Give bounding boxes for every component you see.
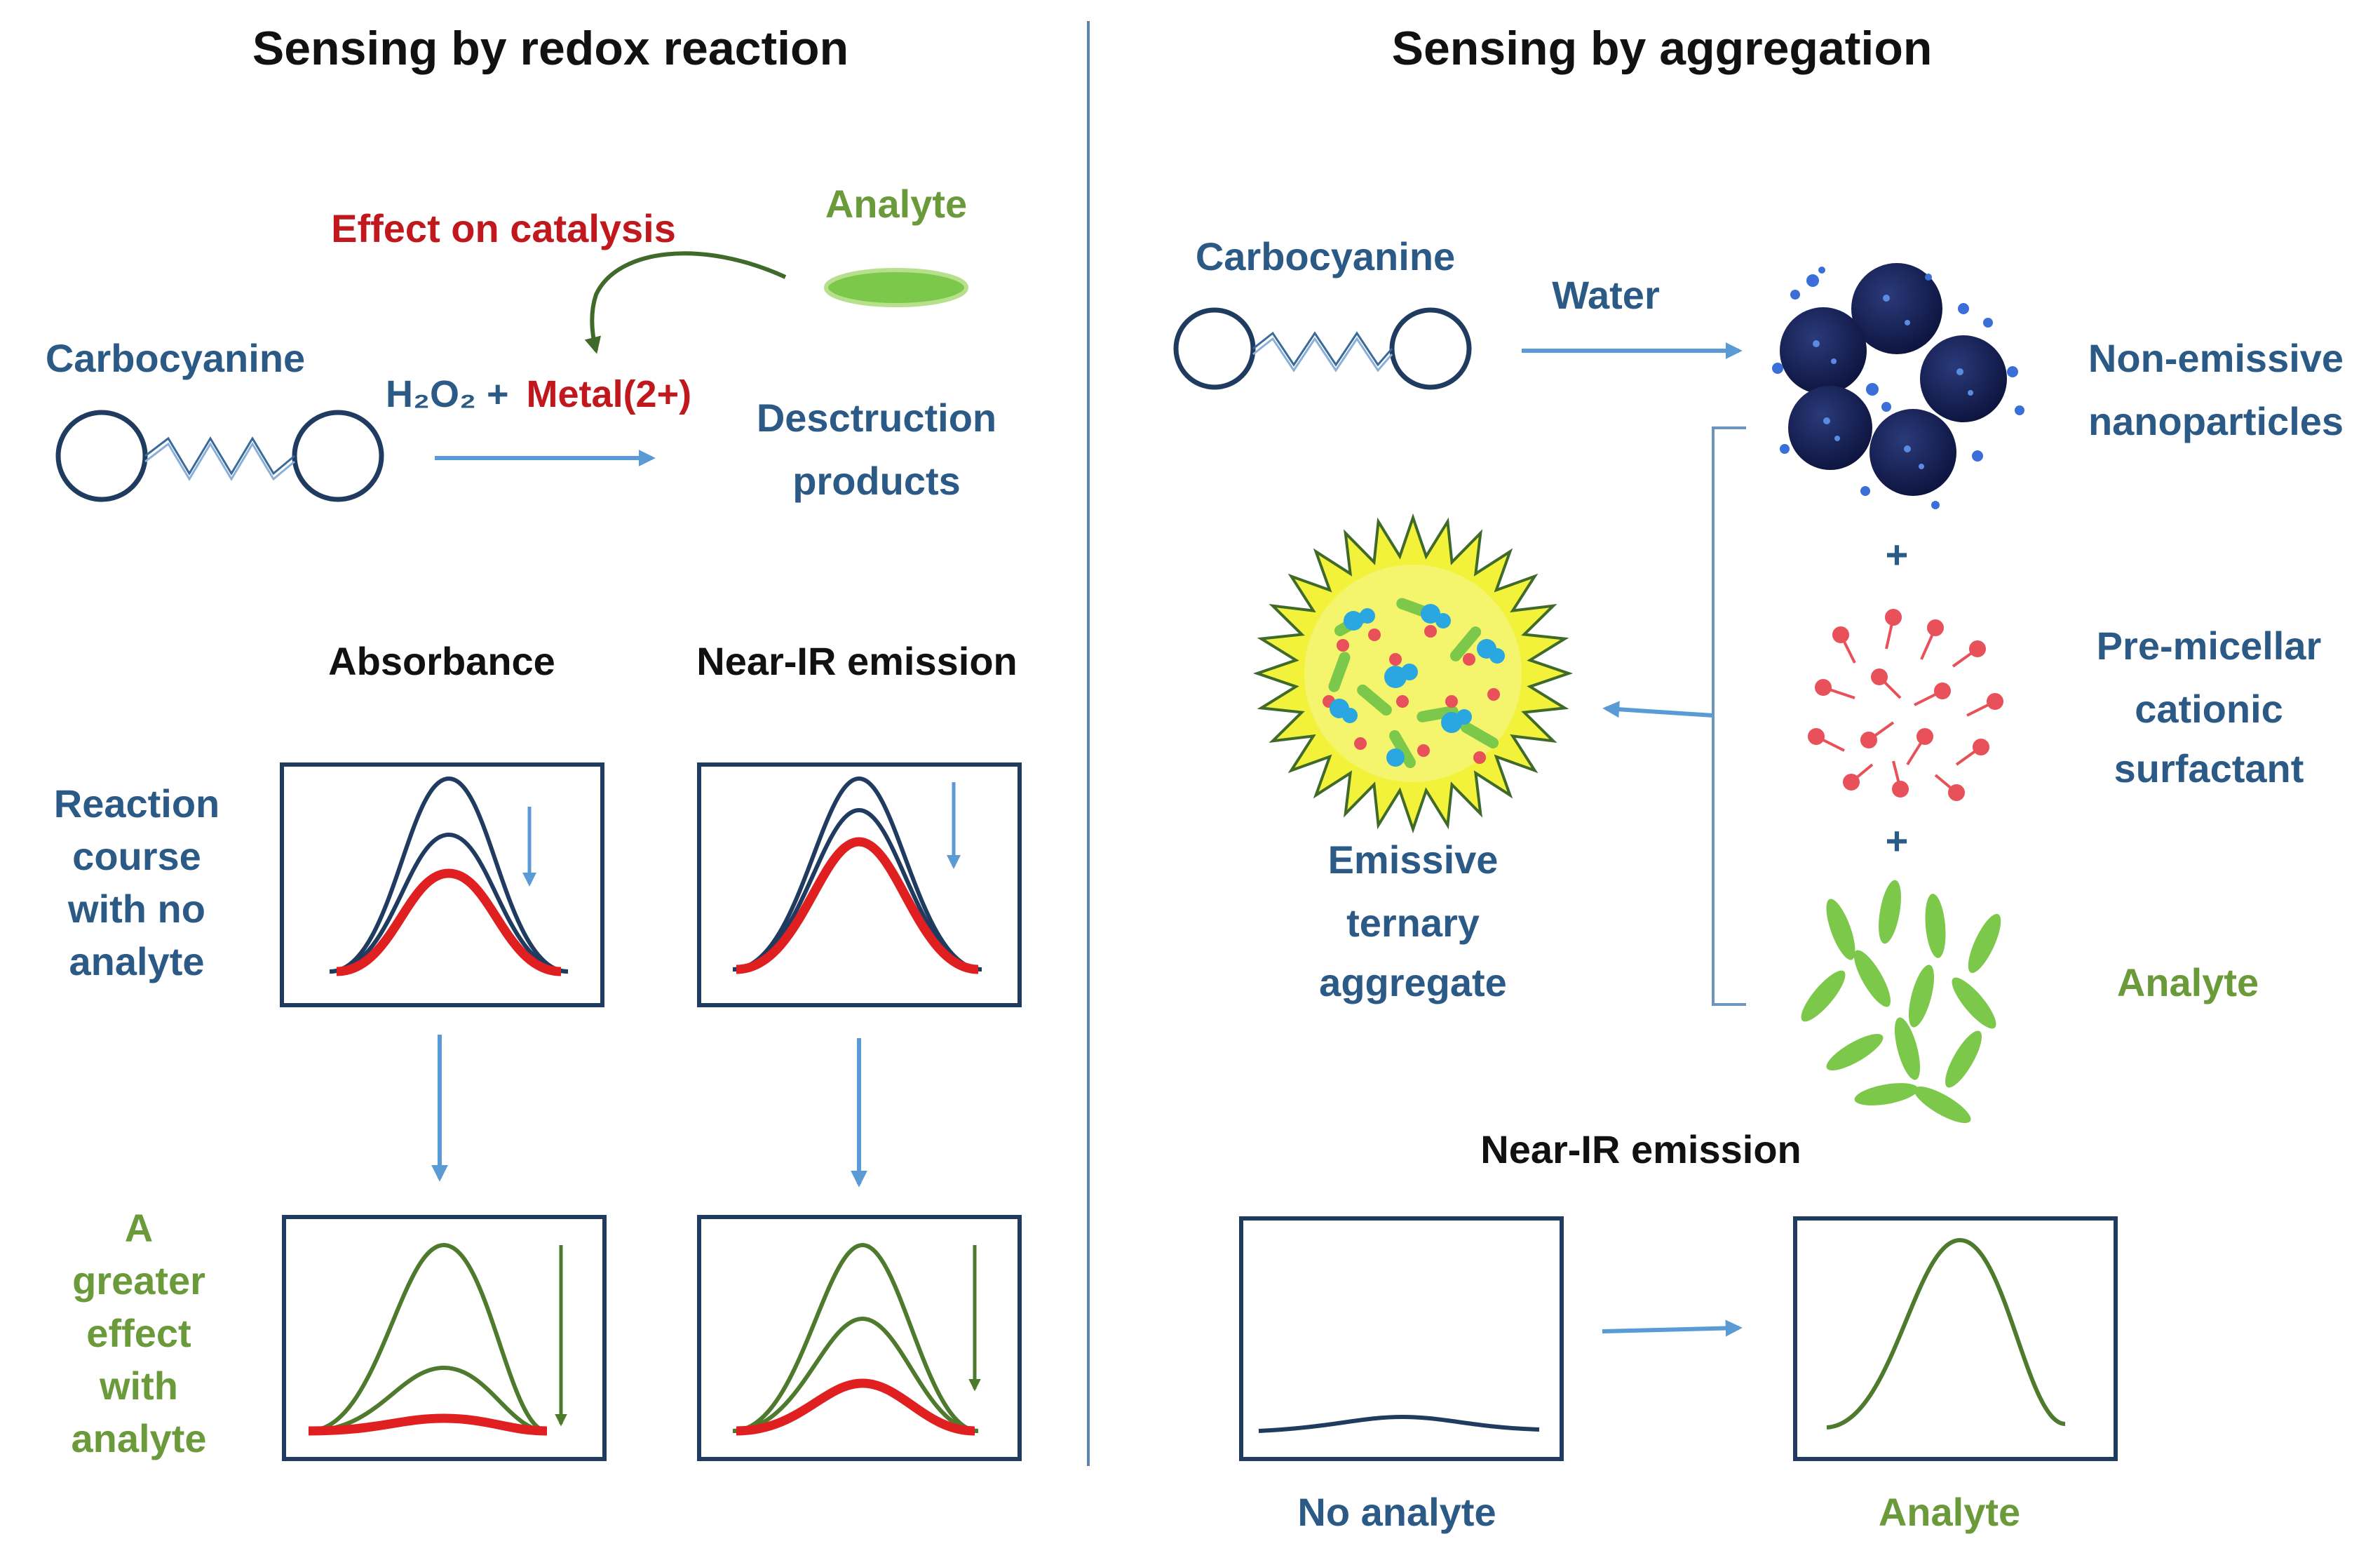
absorbance-header: Absorbance	[328, 639, 555, 683]
with-analyte-side-label: A greater effect with analyte	[72, 1206, 207, 1460]
no-analyte-caption: No analyte	[1297, 1490, 1496, 1534]
aggregate-label: Emissive ternary aggregate	[1319, 838, 1507, 1004]
nir-no-analyte-panel	[697, 762, 1022, 1007]
products-line-2: products	[792, 459, 961, 503]
surfactant-molecules-icon	[1808, 609, 2003, 801]
emission-change-arrow	[1602, 1319, 1743, 1337]
svg-text:aggregate: aggregate	[1319, 960, 1507, 1004]
carbocyanine-label-right: Carbocyanine	[1196, 234, 1455, 278]
water-label: Water	[1552, 273, 1660, 317]
plus-sign-1: +	[1886, 532, 1909, 577]
nir-header-left: Near-IR emission	[696, 639, 1017, 683]
svg-text:analyte: analyte	[72, 1416, 207, 1460]
bracket-to-aggregate-arrow	[1602, 701, 1714, 718]
svg-text:analyte: analyte	[69, 939, 205, 983]
svg-text:Reaction: Reaction	[54, 781, 220, 826]
analyte-rods-icon	[1801, 880, 2001, 1123]
absorbance-no-analyte-panel	[280, 762, 604, 1007]
analyte-caption: Analyte	[1879, 1490, 2020, 1534]
effect-on-catalysis-label: Effect on catalysis	[331, 206, 676, 250]
svg-text:effect: effect	[86, 1311, 191, 1355]
no-analyte-emission-panel	[1239, 1216, 1564, 1461]
svg-text:ternary: ternary	[1346, 901, 1480, 945]
nonemissive-line-2: nanoparticles	[2088, 399, 2344, 443]
surfactant-line-1: Pre-micellar	[2097, 624, 2322, 668]
analyte-label-right: Analyte	[2117, 960, 2259, 1004]
carbocyanine-molecule-icon-right	[1173, 307, 1472, 390]
nanoparticle-cluster-icon	[1772, 263, 2024, 509]
products-line-1: Desctruction	[757, 396, 996, 440]
svg-text:Emissive: Emissive	[1328, 838, 1499, 882]
svg-text:with no: with no	[67, 887, 205, 931]
right-panel-title: Sensing by aggregation	[1392, 22, 1933, 75]
nonemissive-line-1: Non-emissive	[2088, 336, 2344, 380]
svg-text:greater: greater	[72, 1258, 205, 1303]
svg-text:A: A	[125, 1206, 153, 1250]
no-analyte-side-label: Reaction course with no analyte	[54, 781, 220, 983]
reagent-label: H₂O₂ + Metal(2+)	[386, 373, 691, 415]
surfactant-line-3: surfactant	[2114, 746, 2304, 791]
nir-header-right: Near-IR emission	[1480, 1127, 1801, 1171]
absorbance-analyte-panel	[282, 1215, 607, 1461]
analyte-ellipse-icon	[824, 268, 968, 307]
carbocyanine-label-left: Carbocyanine	[46, 336, 305, 380]
carbocyanine-molecule-icon	[55, 410, 384, 502]
catalysis-curved-arrow	[584, 251, 787, 354]
surfactant-line-2: cationic	[2135, 687, 2283, 731]
analyte-label-top: Analyte	[825, 182, 967, 226]
svg-text:course: course	[72, 834, 201, 878]
nir-analyte-panel	[697, 1215, 1022, 1461]
component-bracket	[1712, 426, 1746, 1006]
spiky-aggregate-icon	[1252, 513, 1574, 834]
plus-sign-2: +	[1886, 819, 1909, 863]
svg-text:with: with	[99, 1364, 178, 1408]
analyte-emission-panel	[1793, 1216, 2118, 1461]
left-panel-title: Sensing by redox reaction	[252, 22, 848, 75]
